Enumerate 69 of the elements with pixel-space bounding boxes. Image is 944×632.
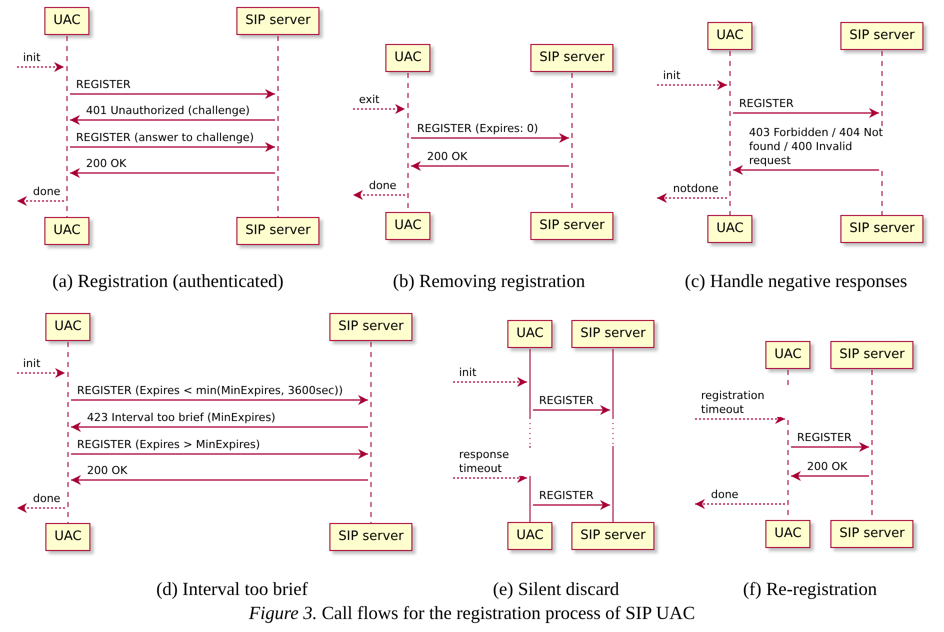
message-label: 401 Unauthorized (challenge): [86, 104, 250, 118]
participant-box: UAC: [765, 520, 811, 548]
message-label: REGISTER (Expires: 0): [417, 122, 538, 136]
participant-box: UAC: [44, 7, 90, 35]
message-arrow: [657, 193, 727, 203]
message-label: 423 Interval too brief (MinExpires): [87, 411, 276, 425]
message-arrow: [71, 449, 368, 459]
participant-box: UAC: [385, 212, 431, 240]
participant-box: SIP server: [329, 313, 413, 341]
participant-box: SIP server: [236, 217, 320, 245]
participant-box: UAC: [385, 44, 431, 72]
participant-box: SIP server: [830, 341, 914, 369]
message-arrow: [695, 499, 785, 509]
participant-box: SIP server: [236, 7, 320, 35]
participant-box: SIP server: [530, 44, 614, 72]
message-arrow: [791, 471, 869, 481]
participant-box: UAC: [707, 215, 753, 243]
subfigure-caption: (b) Removing registration: [392, 272, 586, 293]
message-arrow: [733, 108, 879, 118]
message-arrow: [70, 168, 275, 178]
lifeline: [610, 349, 616, 522]
message-label: REGISTER (Expires < min(MinExpires, 3600sec)): [77, 384, 343, 398]
message-arrow: [453, 377, 527, 387]
subfigure-caption: (c) Handle negative responses: [684, 272, 908, 293]
participant-box: SIP server: [329, 523, 413, 551]
message-arrow: [791, 442, 869, 452]
participant-box: UAC: [507, 522, 553, 550]
subfigure-caption: (d) Interval too brief: [156, 580, 308, 601]
message-arrow: [70, 142, 275, 152]
message-arrow: [70, 89, 275, 99]
message-arrow: [533, 405, 610, 415]
participant-box: SIP server: [830, 520, 914, 548]
participant-box: SIP server: [571, 320, 655, 348]
subfigure-caption: (a) Registration (authenticated): [52, 272, 284, 293]
message-arrow: [17, 368, 65, 378]
participant-box: SIP server: [840, 22, 924, 50]
participant-box: SIP server: [571, 522, 655, 550]
figure-caption: Figure 3. Call flows for the registration process of SIP UAC: [248, 604, 696, 625]
message-arrow: [353, 190, 405, 200]
lifeline: [727, 51, 733, 215]
message-arrow: [17, 62, 64, 72]
message-arrow: [70, 115, 275, 125]
message-label: REGISTER (answer to challenge): [76, 131, 254, 145]
lifeline: [65, 342, 71, 523]
participant-box: UAC: [707, 22, 753, 50]
message-arrow: [17, 196, 64, 206]
participant-box: UAC: [45, 313, 91, 341]
lifeline: [275, 36, 281, 217]
lifeline: [64, 36, 70, 217]
subfigure-caption: (f) Re-registration: [742, 580, 878, 601]
message-arrow: [657, 80, 727, 90]
message-arrow: [71, 422, 368, 432]
message-arrow: [411, 133, 569, 143]
message-arrow: [17, 503, 65, 513]
message-arrow: [411, 161, 569, 171]
participant-box: UAC: [44, 217, 90, 245]
participant-box: UAC: [45, 523, 91, 551]
subfigure-caption: (e) Silent discard: [492, 580, 620, 601]
message-arrow: [71, 395, 368, 405]
participant-box: UAC: [765, 341, 811, 369]
message-arrow: [533, 500, 610, 510]
participant-box: UAC: [507, 320, 553, 348]
message-arrow: [71, 475, 368, 485]
participant-box: SIP server: [840, 215, 924, 243]
lifeline: [368, 342, 374, 523]
message-arrow: [353, 104, 405, 114]
message-arrow: [733, 165, 879, 175]
participant-box: SIP server: [530, 212, 614, 240]
message-label: REGISTER (Expires > MinExpires): [77, 438, 260, 452]
